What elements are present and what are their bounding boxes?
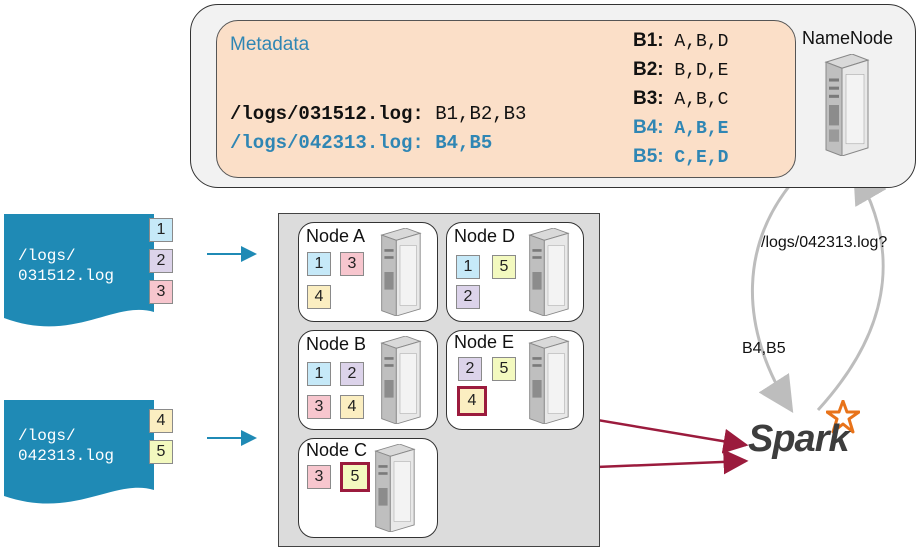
node-a-block-3: 3	[340, 252, 364, 276]
node-d-server-icon	[526, 228, 570, 316]
spark-logo: Spark	[748, 400, 863, 464]
node-b-block-2: 2	[340, 362, 364, 386]
node-a-server-icon	[378, 228, 422, 316]
node-e-label: Node E	[454, 332, 515, 352]
namenode-server-icon	[822, 54, 870, 156]
file-name-042313: /logs/ 042313.log	[18, 427, 115, 465]
node-c-block-3: 3	[307, 465, 331, 489]
node-d-block-5: 5	[492, 255, 516, 279]
metadata-box	[216, 20, 796, 178]
spark-star-icon	[826, 400, 860, 434]
file2-block-4: 4	[149, 409, 173, 433]
node-e-block-2: 2	[458, 357, 482, 381]
metadata-file-2: /logs/042313.log: B4,B5	[230, 132, 493, 154]
node-c-server-icon	[372, 444, 416, 532]
node-b-server-icon	[378, 336, 422, 424]
node-e-server-icon	[526, 336, 570, 424]
file2-block-5: 5	[149, 440, 173, 464]
block-map-b4: B4: A,B,E	[633, 117, 729, 139]
file-icon-042313	[4, 400, 154, 504]
node-a-label: Node A	[306, 226, 366, 246]
namenode-label: NameNode	[802, 28, 894, 48]
metadata-title: Metadata	[230, 34, 310, 55]
node-b-block-3: 3	[307, 395, 331, 419]
node-c-block-5-selected: 5	[340, 462, 370, 492]
node-a-block-1: 1	[307, 252, 331, 276]
node-e-block-4-selected: 4	[457, 386, 487, 416]
node-b-label: Node B	[306, 334, 367, 354]
file-icon-031512	[4, 214, 154, 327]
block-map-b3: B3: A,B,C	[633, 88, 729, 110]
file-name-031512: /logs/ 031512.log	[18, 247, 115, 285]
query-label: /logs/042313.log?	[761, 234, 888, 251]
block-map-b5: B5: C,E,D	[633, 146, 729, 168]
query-arrow	[816, 166, 887, 412]
answer-label: B4,B5	[742, 340, 786, 357]
node-d-block-2: 2	[456, 285, 480, 309]
file1-block-2: 2	[149, 249, 173, 273]
block-map-b2: B2: B,D,E	[633, 59, 729, 81]
node-d-block-1: 1	[456, 255, 480, 279]
file1-block-1: 1	[149, 218, 173, 242]
spark-wordmark: Spark	[748, 418, 850, 460]
metadata-file-1: /logs/031512.log: B1,B2,B3	[230, 103, 527, 125]
file1-block-3: 3	[149, 280, 173, 304]
node-a-block-4: 4	[307, 285, 331, 309]
node-b-block-1: 1	[307, 362, 331, 386]
block-map-b1: B1: A,B,D	[633, 30, 729, 52]
answer-arrow	[750, 166, 807, 414]
node-e-block-5: 5	[492, 357, 516, 381]
node-d-label: Node D	[454, 226, 516, 246]
node-c-label: Node C	[306, 440, 368, 460]
node-b-block-4: 4	[340, 395, 364, 419]
